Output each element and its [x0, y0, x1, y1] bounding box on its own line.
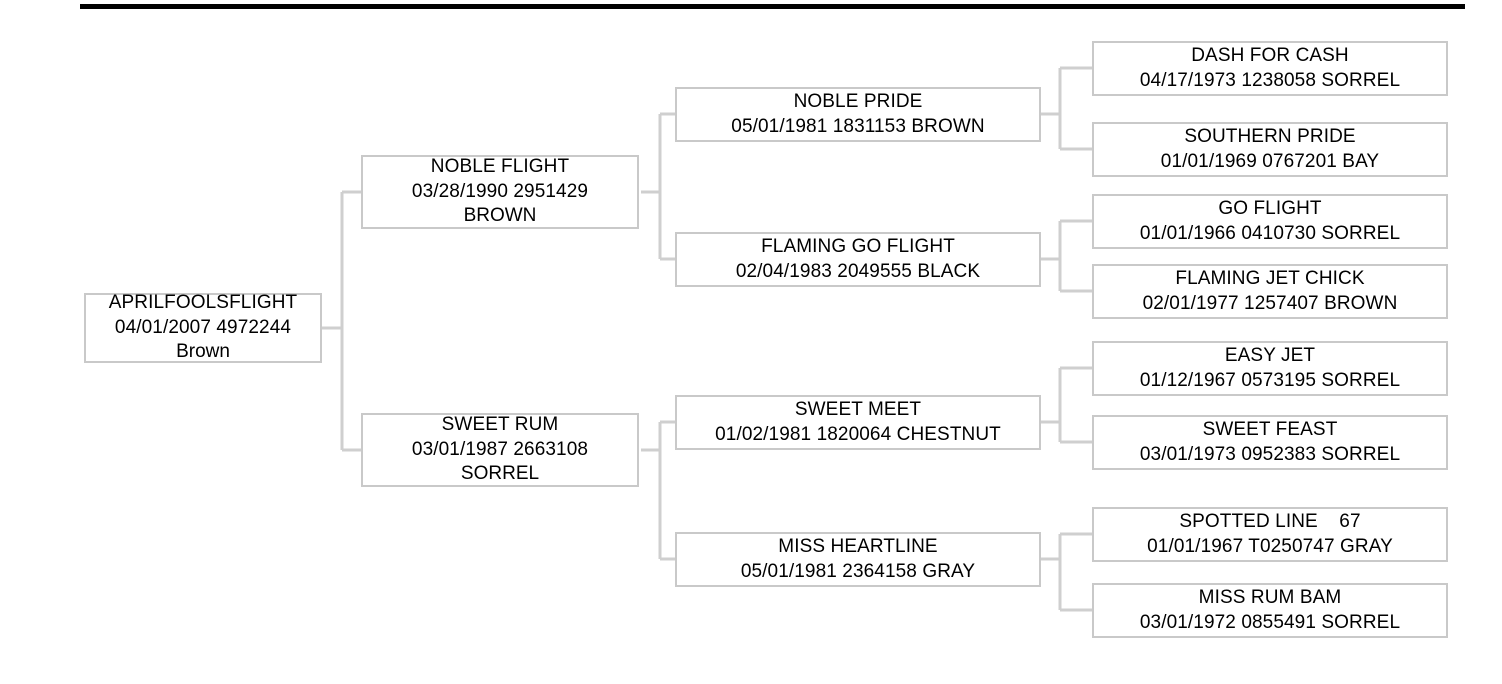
node-dd-sire-name: SPOTTED LINE 67 — [1179, 510, 1361, 532]
node-dam-sire[interactable]: SWEET MEET 01/02/1981 1820064 CHESTNUT — [675, 395, 1041, 450]
node-ds-dam-name: SWEET FEAST — [1202, 418, 1338, 440]
node-ss-dam[interactable]: SOUTHERN PRIDE 01/01/1969 0767201 BAY — [1092, 122, 1448, 177]
node-sd-sire[interactable]: GO FLIGHT 01/01/1966 0410730 SORREL — [1092, 194, 1448, 249]
node-ss-sire-name: DASH FOR CASH — [1191, 44, 1349, 66]
node-dd-sire-detail: 01/01/1967 T0250747 GRAY — [1147, 535, 1393, 557]
node-sd-dam[interactable]: FLAMING JET CHICK 02/01/1977 1257407 BRO… — [1092, 264, 1448, 319]
node-sd-dam-name: FLAMING JET CHICK — [1175, 267, 1365, 289]
node-ss-dam-name: SOUTHERN PRIDE — [1184, 125, 1356, 147]
node-sire-color: BROWN — [463, 205, 537, 227]
node-sire-name: NOBLE FLIGHT — [430, 155, 570, 177]
node-sire-sire[interactable]: NOBLE PRIDE 05/01/1981 1831153 BROWN — [675, 87, 1041, 142]
node-ss-sire[interactable]: DASH FOR CASH 04/17/1973 1238058 SORREL — [1092, 41, 1448, 96]
node-dam-sire-detail: 01/02/1981 1820064 CHESTNUT — [715, 423, 1001, 445]
node-subject-detail: 04/01/2007 4972244 — [114, 316, 292, 338]
node-dd-dam[interactable]: MISS RUM BAM 03/01/1972 0855491 SORREL — [1092, 583, 1448, 638]
node-dam-dam-name: MISS HEARTLINE — [778, 535, 938, 557]
node-dam-color: SORREL — [460, 463, 540, 485]
node-ds-sire[interactable]: EASY JET 01/12/1967 0573195 SORREL — [1092, 341, 1448, 396]
node-sd-dam-detail: 02/01/1977 1257407 BROWN — [1142, 292, 1398, 314]
node-ss-sire-detail: 04/17/1973 1238058 SORREL — [1139, 69, 1401, 91]
node-sire-sire-name: NOBLE PRIDE — [793, 90, 923, 112]
node-sire-dam-name: FLAMING GO FLIGHT — [761, 235, 955, 257]
node-dd-sire[interactable]: SPOTTED LINE 67 01/01/1967 T0250747 GRAY — [1092, 507, 1448, 562]
node-dam-sire-name: SWEET MEET — [794, 398, 922, 420]
node-subject-color: Brown — [176, 341, 230, 363]
header-divider-rule — [80, 4, 1465, 9]
node-ds-sire-detail: 01/12/1967 0573195 SORREL — [1139, 369, 1401, 391]
node-dam[interactable]: SWEET RUM 03/01/1987 2663108 SORREL — [361, 413, 639, 487]
node-ss-dam-detail: 01/01/1969 0767201 BAY — [1160, 150, 1380, 172]
node-subject[interactable]: APRILFOOLSFLIGHT 04/01/2007 4972244 Brow… — [84, 291, 322, 363]
node-sire-sire-detail: 05/01/1981 1831153 BROWN — [731, 115, 985, 137]
node-dd-dam-name: MISS RUM BAM — [1198, 586, 1342, 608]
node-ds-dam[interactable]: SWEET FEAST 03/01/1973 0952383 SORREL — [1092, 415, 1448, 470]
node-dam-dam-detail: 05/01/1981 2364158 GRAY — [740, 560, 976, 582]
node-sire-dam-detail: 02/04/1983 2049555 BLACK — [735, 260, 981, 282]
node-ds-sire-name: EASY JET — [1224, 344, 1316, 366]
node-dam-name: SWEET RUM — [441, 413, 559, 435]
node-sire-detail: 03/28/1990 2951429 — [411, 180, 589, 202]
node-dd-dam-detail: 03/01/1972 0855491 SORREL — [1139, 611, 1401, 633]
node-sd-sire-name: GO FLIGHT — [1218, 197, 1322, 219]
node-sd-sire-detail: 01/01/1966 0410730 SORREL — [1139, 222, 1401, 244]
node-subject-name: APRILFOOLSFLIGHT — [108, 291, 298, 313]
node-ds-dam-detail: 03/01/1973 0952383 SORREL — [1139, 443, 1401, 465]
node-dam-dam[interactable]: MISS HEARTLINE 05/01/1981 2364158 GRAY — [675, 532, 1041, 587]
node-sire-dam[interactable]: FLAMING GO FLIGHT 02/04/1983 2049555 BLA… — [675, 232, 1041, 287]
node-sire[interactable]: NOBLE FLIGHT 03/28/1990 2951429 BROWN — [361, 155, 639, 229]
node-dam-detail: 03/01/1987 2663108 — [411, 438, 589, 460]
